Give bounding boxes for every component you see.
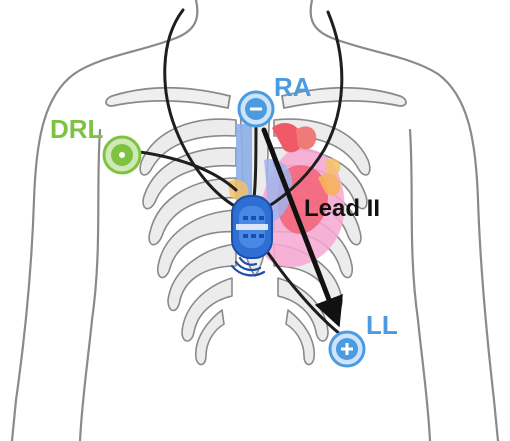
electrode-drl bbox=[102, 135, 142, 175]
plus-icon bbox=[341, 343, 353, 355]
electrode-ra bbox=[237, 90, 275, 128]
torso-outline bbox=[10, 0, 500, 441]
electrode-ll bbox=[328, 330, 366, 368]
heart bbox=[228, 123, 345, 267]
ecg-device bbox=[231, 195, 273, 259]
wireless-signal-icon bbox=[230, 256, 266, 277]
ra-label: RA bbox=[274, 72, 312, 102]
lead-ii-arrow bbox=[261, 127, 343, 328]
minus-icon bbox=[250, 107, 262, 111]
dot-icon bbox=[119, 152, 125, 158]
drl-label: DRL bbox=[50, 114, 104, 144]
lead-ii-label: Lead II bbox=[304, 195, 380, 222]
ll-label: LL bbox=[366, 310, 398, 340]
